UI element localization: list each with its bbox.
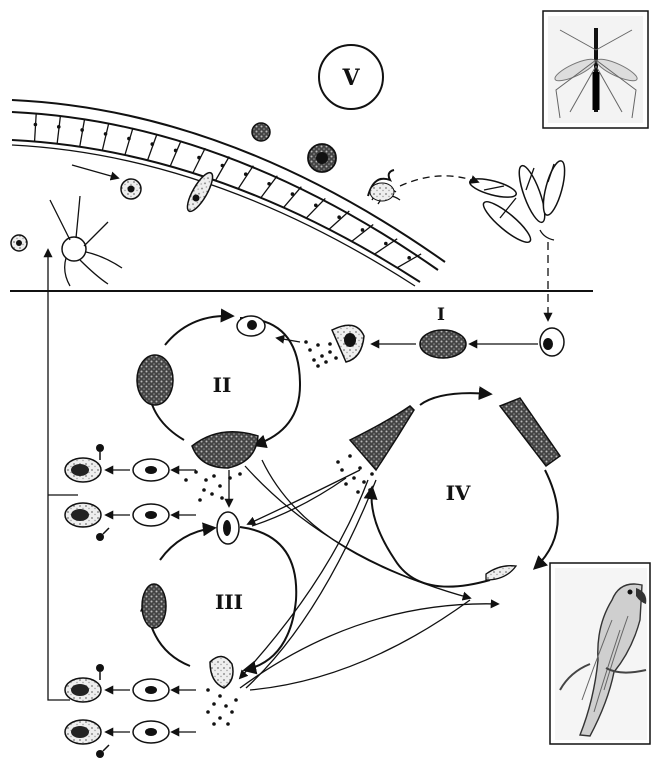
merozoite-dot bbox=[324, 360, 328, 364]
zygote bbox=[72, 165, 141, 199]
merozoite-dot bbox=[218, 716, 222, 720]
svg-text:V: V bbox=[341, 65, 360, 91]
merozoite-dot bbox=[194, 470, 198, 474]
merozoite-dot bbox=[212, 474, 216, 478]
male-symbol bbox=[96, 750, 104, 758]
merozoite-dot bbox=[226, 722, 230, 726]
mosquito-vector-image bbox=[543, 11, 648, 128]
svg-text:I: I bbox=[437, 305, 445, 325]
macrogamete bbox=[11, 235, 27, 251]
merozoite-dot bbox=[206, 688, 210, 692]
parrot-host-image bbox=[550, 563, 650, 744]
svg-text:IV: IV bbox=[446, 481, 471, 505]
merozoite-dot bbox=[352, 476, 356, 480]
merozoite-dot bbox=[204, 478, 208, 482]
stage-iv-cycle: IV bbox=[336, 393, 560, 587]
female-symbol bbox=[96, 444, 104, 452]
merozoite-dot bbox=[348, 454, 352, 458]
merozoite-dot bbox=[336, 460, 340, 464]
gametocyte-body bbox=[71, 684, 89, 696]
merozoite-dot bbox=[230, 710, 234, 714]
oocyst-large bbox=[308, 144, 336, 172]
mosquito-stage: V bbox=[11, 45, 569, 320]
female-symbol bbox=[96, 664, 104, 672]
male-symbol bbox=[96, 533, 104, 541]
merozoite-dot bbox=[220, 496, 224, 500]
gametocyte-body bbox=[71, 464, 89, 476]
merozoite-dot bbox=[344, 482, 348, 486]
oocyst-small bbox=[252, 123, 270, 141]
stage-i-rupturing-cell bbox=[304, 325, 364, 368]
merozoite-dot bbox=[218, 484, 222, 488]
merozoite-dot bbox=[224, 704, 228, 708]
merozoite-dot bbox=[312, 358, 316, 362]
gametocyte-rows bbox=[48, 250, 196, 758]
merozoite-dot bbox=[358, 466, 362, 470]
gametocyte-row bbox=[65, 664, 196, 702]
merozoite-dot bbox=[238, 472, 242, 476]
merozoite-dot bbox=[184, 478, 188, 482]
merozoite-dot bbox=[316, 364, 320, 368]
oocyst-ruptured bbox=[368, 170, 400, 204]
merozoite-dot bbox=[212, 722, 216, 726]
svg-text:III: III bbox=[215, 590, 243, 614]
gametocyte-row bbox=[65, 444, 196, 482]
merozoite-dot bbox=[212, 702, 216, 706]
merozoite-dot bbox=[370, 472, 374, 476]
gametocyte-body bbox=[71, 726, 89, 738]
merozoite-dot bbox=[308, 348, 312, 352]
merozoite-dot bbox=[340, 468, 344, 472]
merozoite-dot bbox=[334, 356, 338, 360]
merozoite-dot bbox=[198, 498, 202, 502]
merozoite-dot bbox=[218, 694, 222, 698]
merozoite-dot bbox=[210, 492, 214, 496]
sporozoite-cell bbox=[540, 328, 564, 356]
gametocyte-row bbox=[65, 503, 196, 541]
merozoite-dot bbox=[206, 710, 210, 714]
merozoite-dot bbox=[304, 340, 308, 344]
svg-text:II: II bbox=[213, 373, 232, 397]
salivary-gland-sporozoites bbox=[468, 159, 569, 248]
merozoite-dot bbox=[362, 480, 366, 484]
exflagellating-microgametocyte bbox=[50, 196, 122, 286]
merozoite-dot bbox=[328, 342, 332, 346]
merozoite-dot bbox=[356, 490, 360, 494]
merozoite-dot bbox=[202, 488, 206, 492]
stage-i-schizont: I bbox=[420, 305, 466, 358]
gametocyte-body bbox=[71, 509, 89, 521]
gametocyte-row bbox=[65, 720, 196, 758]
merozoite-dot bbox=[328, 350, 332, 354]
merozoite-dot bbox=[320, 354, 324, 358]
stage-v-label: V bbox=[319, 45, 383, 109]
merozoite-dot bbox=[316, 343, 320, 347]
merozoite-dot bbox=[234, 698, 238, 702]
